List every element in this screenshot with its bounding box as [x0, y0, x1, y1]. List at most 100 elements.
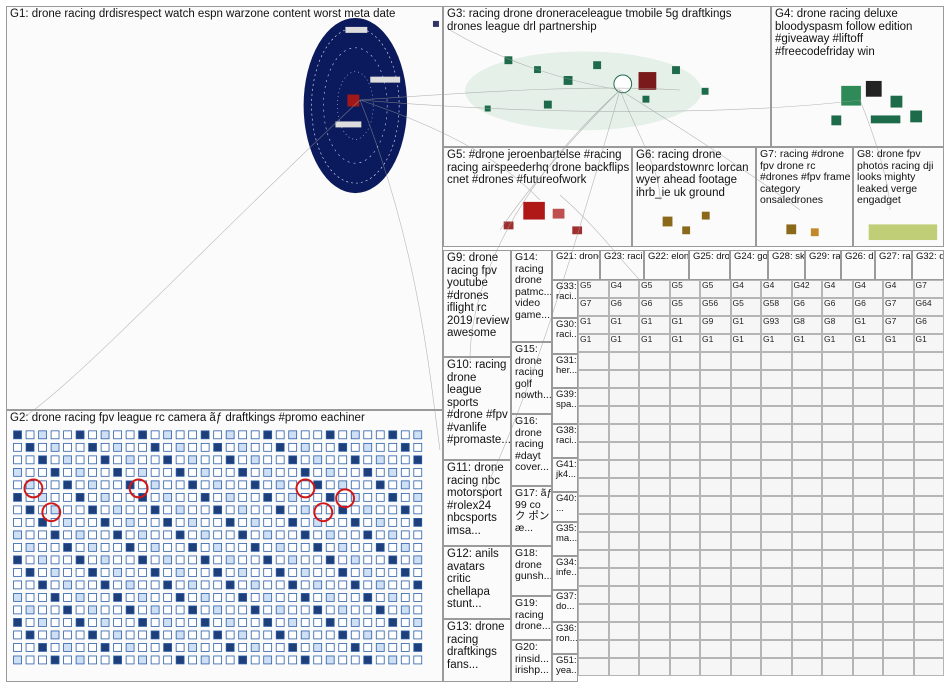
g2-node	[338, 543, 348, 552]
group-g11-label: G11: drone racing nbc motorsport #rolex2…	[447, 462, 504, 537]
g2-node	[113, 605, 122, 615]
g2-node	[363, 593, 373, 602]
g2-node	[38, 442, 47, 452]
g2-node	[150, 630, 160, 640]
small-group-tile: G1	[913, 334, 944, 352]
small-group-tile	[669, 406, 700, 424]
g2-node	[388, 467, 398, 477]
g2-node	[350, 505, 360, 515]
small-group-tile	[791, 514, 822, 532]
group-g39-label: G39: spa...	[556, 389, 578, 410]
small-group-tile	[730, 658, 761, 676]
g2-node	[413, 530, 423, 540]
group-g14-label: G14: racing drone patmc... video game...	[515, 251, 552, 321]
small-group-tile	[761, 622, 792, 640]
g2-node	[413, 430, 423, 440]
small-group-tile	[852, 352, 883, 370]
g2-node	[100, 593, 110, 602]
g2-node	[275, 555, 285, 565]
g2-node	[300, 555, 310, 565]
small-group-tile	[913, 640, 944, 658]
g2-node	[63, 467, 72, 477]
g2-node	[238, 605, 248, 615]
small-group-tile	[883, 532, 914, 550]
g2-node	[300, 643, 310, 652]
group-g40-label: G40: ...	[556, 493, 577, 514]
g2-node	[338, 492, 348, 502]
g2-node	[138, 580, 147, 590]
g2-node	[13, 442, 22, 452]
small-group-tile	[822, 568, 853, 586]
g2-node	[38, 555, 47, 565]
small-group-tile	[883, 442, 914, 460]
small-group-tile	[578, 460, 609, 478]
small-group-tile	[639, 622, 670, 640]
g2-node	[75, 492, 85, 502]
g2-node	[250, 643, 260, 652]
group-g33: G33: raci...	[552, 280, 578, 318]
g2-node	[238, 530, 248, 540]
group-g32-label: G32: dr...	[916, 251, 943, 262]
small-group-tile	[669, 460, 700, 478]
g2-node	[288, 655, 298, 665]
g2-node	[350, 605, 360, 615]
small-group-tile	[608, 352, 639, 370]
g2-node	[50, 618, 60, 627]
small-group-tile	[852, 604, 883, 622]
group-g17-label: G17: ãƒ 99 co ク ポン æ...	[515, 487, 552, 534]
small-group-tile: G7	[883, 298, 914, 316]
g2-node	[75, 530, 85, 540]
small-group-tile	[852, 640, 883, 658]
small-group-tile	[730, 568, 761, 586]
g2-node	[163, 580, 172, 590]
g2-node	[375, 442, 385, 452]
small-group-tile	[883, 352, 914, 370]
g2-node	[200, 480, 210, 490]
g2-node	[413, 455, 423, 465]
small-group-tile	[578, 658, 609, 676]
g2-node	[350, 467, 360, 477]
g2-node	[238, 467, 248, 477]
g2-node	[238, 580, 248, 590]
g2-node	[313, 618, 323, 627]
g2-node	[125, 530, 135, 540]
small-group-tile	[913, 406, 944, 424]
g2-node	[125, 455, 135, 465]
small-group-tile: G1	[852, 334, 883, 352]
g2-node	[313, 605, 323, 615]
g2-node	[225, 543, 235, 552]
small-group-tile	[761, 478, 792, 496]
small-group-tile	[913, 388, 944, 406]
g2-node	[263, 480, 273, 490]
g2-node	[363, 480, 373, 490]
g2-node	[375, 568, 385, 577]
g2-node	[113, 630, 122, 640]
g2-node	[250, 555, 260, 565]
small-group-tile	[913, 604, 944, 622]
small-group-tile	[578, 550, 609, 568]
g2-node	[150, 430, 160, 440]
small-group-tile: G58	[761, 298, 792, 316]
group-g37-label: G37: do...	[556, 591, 577, 612]
group-g12: G12: anils avatars critic chellapa stunt…	[443, 546, 511, 619]
g2-node	[200, 530, 210, 540]
small-group-tile	[913, 352, 944, 370]
g2-node	[138, 518, 147, 527]
small-group-tile	[883, 586, 914, 604]
small-group-tile	[852, 568, 883, 586]
g2-highlight-node	[41, 502, 62, 523]
g2-node	[413, 505, 423, 515]
g2-node	[350, 555, 360, 565]
g2-node	[400, 593, 410, 602]
small-group-tile: G4	[822, 280, 853, 298]
g2-node	[150, 442, 160, 452]
g2-node	[400, 543, 410, 552]
g2-node	[413, 643, 423, 652]
g2-node	[13, 580, 22, 590]
g2-node	[388, 505, 398, 515]
g2-node	[175, 580, 185, 590]
g2-node	[200, 593, 210, 602]
g2-node	[63, 630, 72, 640]
g2-node	[25, 643, 35, 652]
g2-node	[313, 492, 323, 502]
